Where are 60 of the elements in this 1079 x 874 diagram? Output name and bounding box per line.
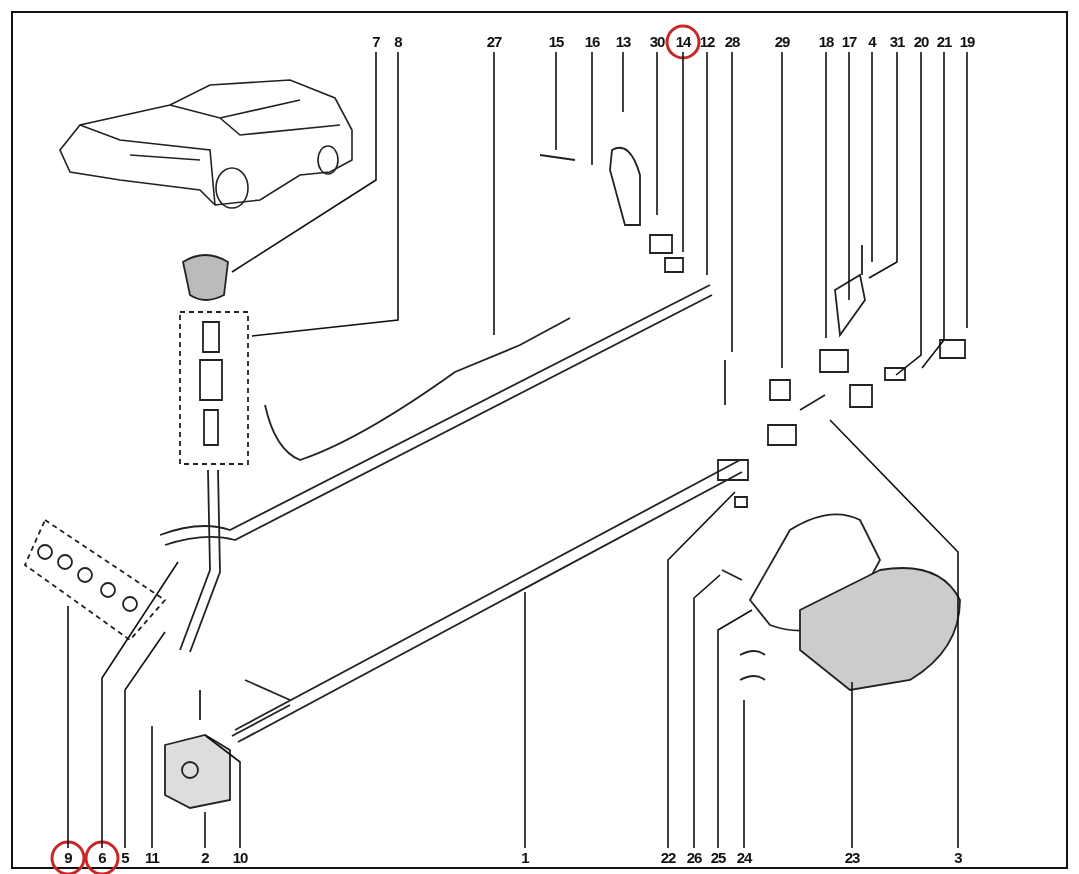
leader-line [151,725,153,849]
callout-number: 2 [192,848,218,868]
callout-number: 30 [644,32,670,52]
leader-line [966,51,968,329]
leader-line [251,51,399,337]
leader-line [493,51,495,336]
leader-line [706,51,708,276]
leader-line [231,51,377,273]
leader-line [205,735,241,849]
leader-line [682,51,684,253]
callout-number: 10 [227,848,253,868]
callout-number: 11 [139,848,165,868]
leader-line [717,609,753,849]
leader-line [101,561,179,849]
callout-number: 6 [89,848,115,868]
callout-number: 18 [813,32,839,52]
leader-line [829,419,959,849]
callout-number: 23 [839,848,865,868]
leader-line [895,51,922,376]
leader-line [591,51,593,166]
callout-number: 25 [705,848,731,868]
callout-number: 24 [731,848,757,868]
callout-number: 5 [112,848,138,868]
callout-number: 31 [884,32,910,52]
callout-number: 3 [945,848,971,868]
leader-line [851,681,853,849]
callout-number: 28 [719,32,745,52]
callout-number: 9 [55,848,81,868]
leader-line [781,51,783,369]
callout-number: 17 [836,32,862,52]
leader-line [743,699,745,849]
leader-line [524,591,526,849]
callout-number: 4 [859,32,885,52]
leader-line [204,811,206,849]
leader-line [656,51,658,216]
callout-number: 15 [543,32,569,52]
callout-number: 19 [954,32,980,52]
callout-number: 22 [655,848,681,868]
leader-line [731,51,733,353]
callout-number: 20 [908,32,934,52]
leader-line [871,51,873,263]
leader-line [67,605,69,849]
leader-line [667,491,736,849]
callout-number: 13 [610,32,636,52]
leader-line [825,51,827,339]
leader-line [622,51,624,113]
callout-number: 29 [769,32,795,52]
leader-line [693,574,721,849]
leader-line [124,631,166,849]
leader-line [848,51,850,301]
callout-number: 16 [579,32,605,52]
callout-number: 26 [681,848,707,868]
leader-line [921,51,945,369]
callout-number: 14 [670,32,696,52]
callout-number: 1 [512,848,538,868]
callout-number: 27 [481,32,507,52]
callout-number: 12 [694,32,720,52]
callout-number: 21 [931,32,957,52]
leader-line [555,51,557,151]
leader-line [868,51,898,279]
